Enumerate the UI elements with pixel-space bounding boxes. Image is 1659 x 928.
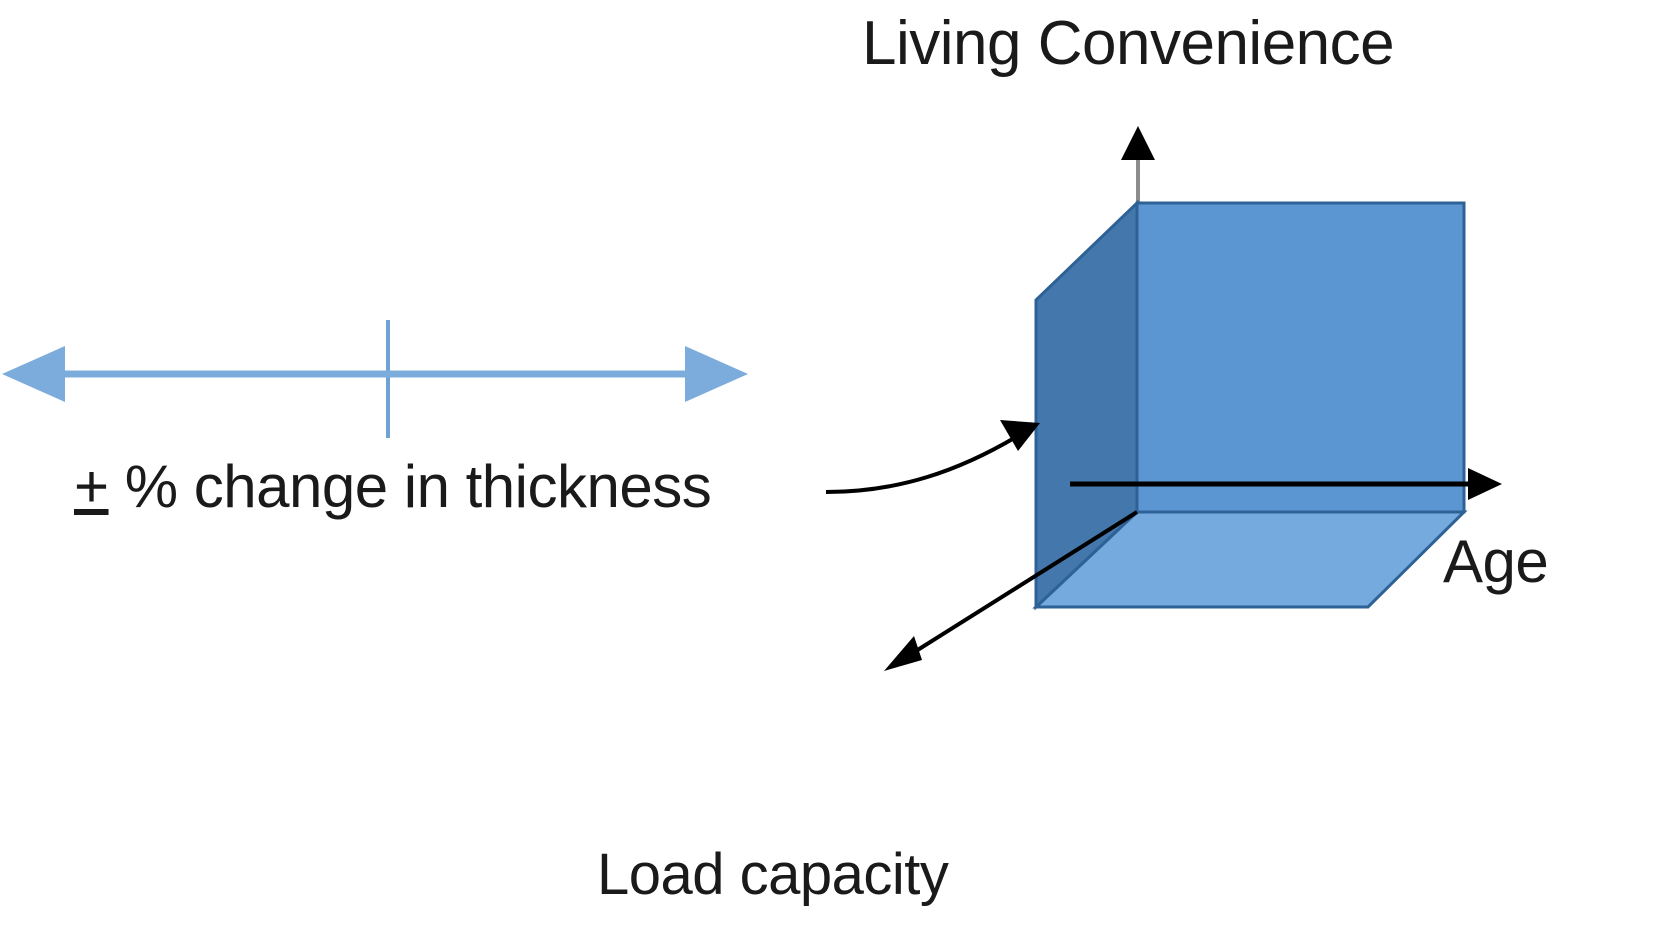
vertical-axis-arrowhead xyxy=(1121,126,1155,160)
depth-axis-line xyxy=(914,510,1139,653)
plus-minus-symbol: + xyxy=(74,453,109,520)
callout-arrowhead xyxy=(1000,420,1040,451)
axis-label-living-convenience: Living Convenience xyxy=(862,9,1395,78)
cube-left-face xyxy=(1034,199,1139,611)
axis-label-load-capacity: Load capacity at failure xyxy=(597,706,949,928)
cube-front-face xyxy=(1135,201,1466,514)
depth-axis-arrowhead xyxy=(884,636,922,671)
axis-age xyxy=(1070,468,1502,500)
callout-label-thickness: + % change in thickness xyxy=(74,452,712,522)
range-indicator xyxy=(2,320,748,438)
callout-label-thickness-text: % change in thickness xyxy=(108,453,712,520)
age-axis-arrowhead xyxy=(1468,468,1502,500)
callout-curve xyxy=(825,435,1018,494)
axis-label-load-capacity-line1: Load capacity xyxy=(597,841,949,907)
axis-label-age: Age xyxy=(1443,528,1549,595)
callout-pointer xyxy=(825,420,1040,494)
axis-load-capacity xyxy=(884,510,1139,671)
